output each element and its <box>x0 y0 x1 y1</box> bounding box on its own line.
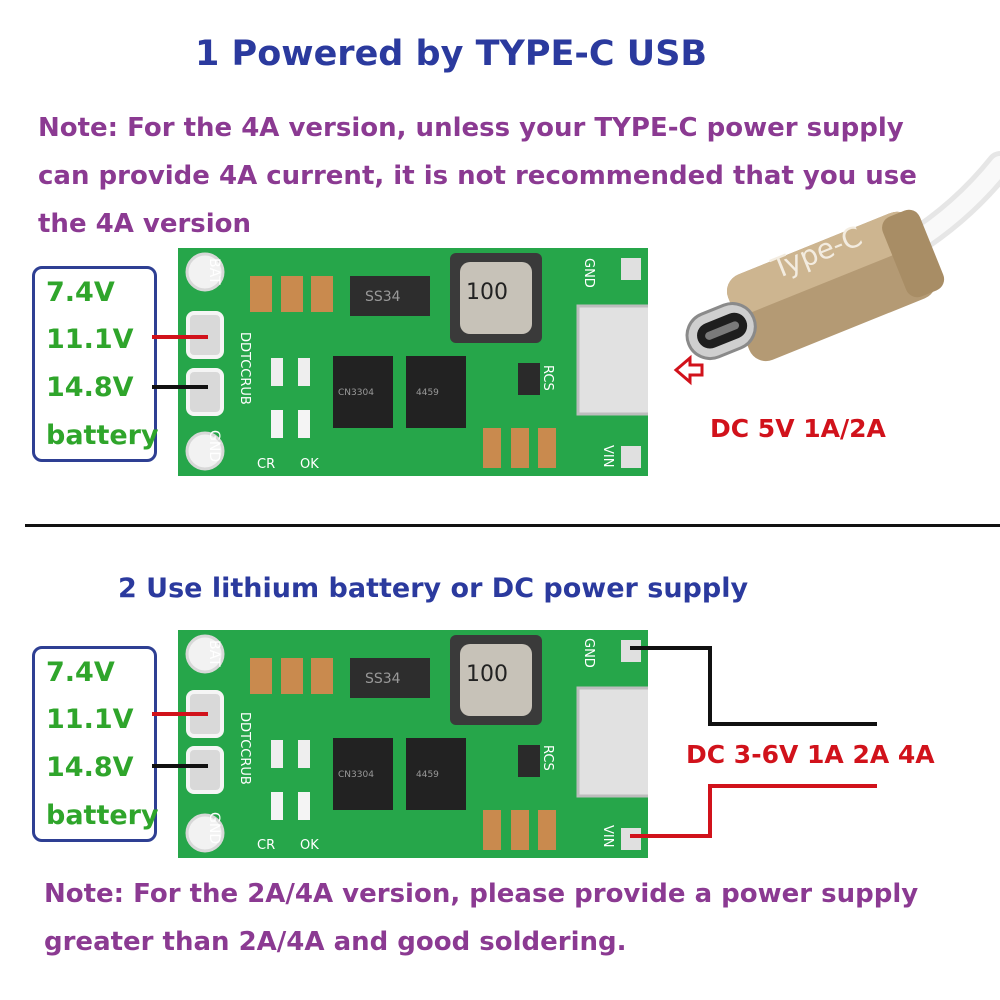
inductor-marking-top: 100 <box>466 280 508 305</box>
pcb-board-top <box>178 248 648 476</box>
input-arrow-icon <box>673 354 704 386</box>
board-gnd-label-top: GND <box>206 430 222 463</box>
board-vin-label-bottom: VIN <box>600 825 615 848</box>
voltage-box-top <box>32 266 157 462</box>
ic1-marking-top: CN3304 <box>338 388 374 398</box>
board-model-label-top: DDTCCRUB <box>237 332 252 405</box>
ic2-marking-bottom: 4459 <box>416 770 439 780</box>
board-ok-label-bottom: OK <box>300 838 319 853</box>
board-cr-label-top: CR <box>257 457 276 472</box>
type-c-cable <box>685 151 1000 362</box>
ic1-marking-bottom: CN3304 <box>338 770 374 780</box>
section2-note: Note: For the 2A/4A version, please prov… <box>44 879 919 957</box>
board-gnd-label-bottom: GND <box>206 812 222 845</box>
voltage-11-1v-top: 11.1V <box>46 324 134 355</box>
board-cr-label-bottom: CR <box>257 838 276 853</box>
pcb-board-bottom <box>178 630 648 858</box>
board-gnd-right-label-bottom: GND <box>581 638 596 668</box>
battery-label-top: battery <box>46 420 159 451</box>
battery-leads-top <box>152 335 208 389</box>
section1-input-label: DC 5V 1A/2A <box>710 414 886 443</box>
section2-input-label: DC 3-6V 1A 2A 4A <box>686 740 935 769</box>
section1-note: Note: For the 4A version, unless your TY… <box>38 113 917 239</box>
board-gnd-right-label-top: GND <box>581 258 596 288</box>
battery-label-bottom: battery <box>46 800 159 831</box>
voltage-14-8v-bottom: 14.8V <box>46 752 134 783</box>
voltage-14-8v-top: 14.8V <box>46 372 134 403</box>
section1-title: 1 Powered by TYPE-C USB <box>195 34 708 74</box>
board-model-label-bottom: DDTCCRUB <box>237 712 252 785</box>
section-divider <box>25 524 1000 527</box>
board-vin-label-top: VIN <box>600 445 615 468</box>
voltage-7-4v-bottom: 7.4V <box>46 657 115 688</box>
board-rcs-label-bottom: RCS <box>540 745 555 771</box>
voltage-box-bottom <box>32 646 157 842</box>
section2-title: 2 Use lithium battery or DC power supply <box>118 573 749 604</box>
ic2-marking-top: 4459 <box>416 388 439 398</box>
diode-marking-bottom: SS34 <box>365 671 401 687</box>
voltage-11-1v-bottom: 11.1V <box>46 704 134 735</box>
board-ok-label-top: OK <box>300 457 319 472</box>
dc-supply-wires <box>630 646 877 838</box>
board-bat-label-top: BAT <box>206 258 222 285</box>
inductor-marking-bottom: 100 <box>466 662 508 687</box>
board-rcs-label-top: RCS <box>540 365 555 391</box>
voltage-7-4v-top: 7.4V <box>46 277 115 308</box>
battery-leads-bottom <box>152 712 208 768</box>
board-bat-label-bottom: BAT <box>206 640 222 667</box>
diode-marking-top: SS34 <box>365 289 401 305</box>
